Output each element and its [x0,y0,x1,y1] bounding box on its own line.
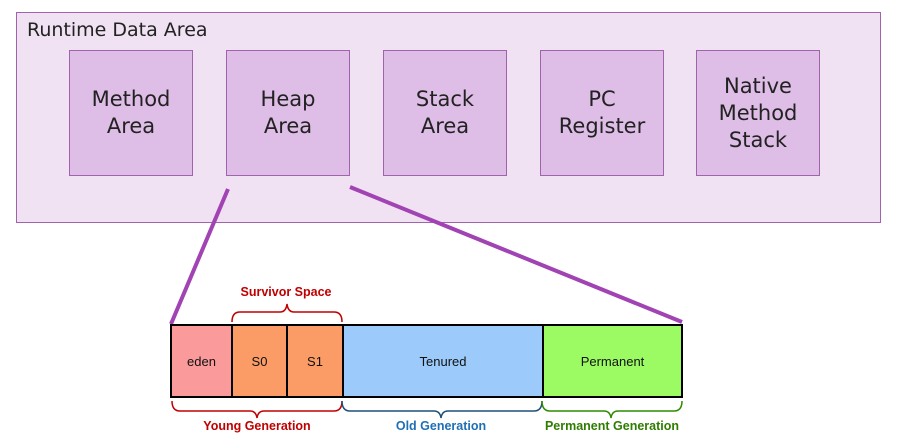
survivor-space-label: Survivor Space [240,285,332,299]
method-area-box: Method Area [69,50,193,176]
heap-area-box: Heap Area [226,50,350,176]
permanent-generation-label: Permanent Generation [544,419,680,433]
s1-segment: S1 [286,324,342,398]
s0-segment: S0 [231,324,286,398]
s0-label: S0 [251,353,268,369]
eden-label: eden [187,353,216,369]
old-generation-label: Old Generation [395,419,487,433]
method-area-label: Method Area [91,87,171,138]
s1-label: S1 [307,353,323,369]
permanent-generation-brace [541,400,683,419]
young-generation-brace [171,400,343,419]
young-generation-label: Young Generation [203,419,311,433]
stack-area-label: Stack Area [415,87,475,138]
heap-connector-left [169,188,230,325]
native-method-stack-box: Native Method Stack [696,50,820,176]
eden-segment: eden [170,324,231,398]
stack-area-box: Stack Area [383,50,507,176]
pc-register-label: PC Register [558,87,646,138]
heap-area-label: Heap Area [260,87,316,138]
tenured-segment: Tenured [342,324,542,398]
tenured-label: Tenured [419,353,467,369]
native-method-stack-label: Native Method Stack [718,73,798,152]
survivor-space-brace [231,303,343,323]
permanent-segment: Permanent [542,324,683,398]
old-generation-brace [341,400,543,419]
permanent-label: Permanent [580,353,645,369]
heap-connector-right [349,185,683,324]
runtime-title: Runtime Data Area [27,19,208,41]
pc-register-box: PC Register [540,50,664,176]
